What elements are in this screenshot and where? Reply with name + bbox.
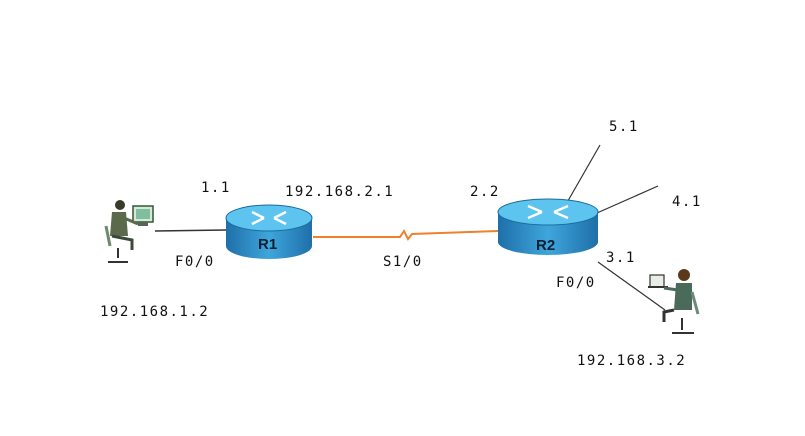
router-arrows-icon xyxy=(527,204,569,220)
r2-top-link-ip: 5.1 xyxy=(609,119,639,135)
r2-fastethernet-label: F0/0 xyxy=(556,275,596,291)
link-r2-host2 xyxy=(597,261,666,311)
serial-interface-label: S1/0 xyxy=(383,254,423,270)
r1-interface-ip: 1.1 xyxy=(201,180,231,196)
router-r2[interactable]: R2 xyxy=(497,198,599,255)
router-r1[interactable]: R1 xyxy=(225,204,313,259)
serial-network-label: 192.168.2.1 xyxy=(285,184,394,200)
host2-user-icon[interactable] xyxy=(648,269,700,334)
router-arrows-icon xyxy=(251,210,287,226)
link-r2-4-1 xyxy=(596,185,659,214)
link-host1-r1 xyxy=(154,229,227,232)
host2-ip-label: 192.168.3.2 xyxy=(577,353,686,369)
host1-ip-label: 192.168.1.2 xyxy=(100,304,209,320)
host1-user-icon[interactable] xyxy=(104,200,154,263)
r2-interface-ip: 2.2 xyxy=(470,184,500,200)
router-r2-label: R2 xyxy=(536,237,555,254)
r2-bottom-link-ip: 3.1 xyxy=(606,250,636,266)
r2-right-link-ip: 4.1 xyxy=(672,194,702,210)
link-r2-5-1 xyxy=(564,144,601,207)
router-r1-label: R1 xyxy=(258,236,277,253)
link-serial-r1-r2 xyxy=(313,229,499,241)
r1-fastethernet-label: F0/0 xyxy=(175,254,215,270)
